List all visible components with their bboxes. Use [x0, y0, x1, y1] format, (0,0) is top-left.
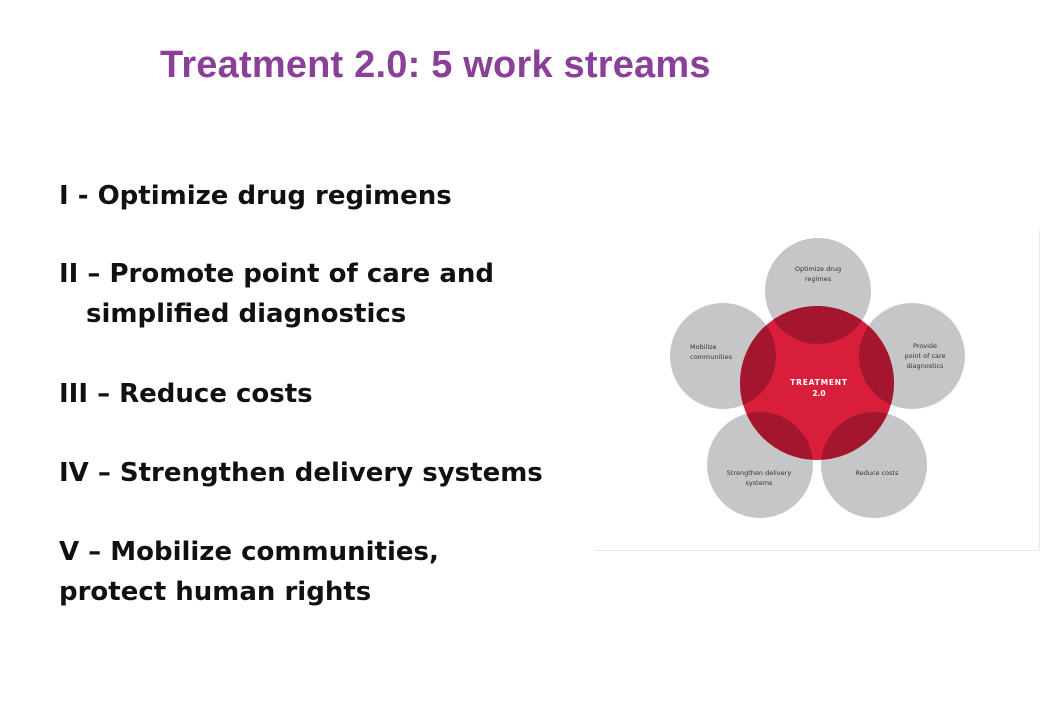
work-stream-item-3: III – Reduce costs [59, 374, 313, 414]
work-stream-label: I - Optimize drug regimens [59, 181, 452, 211]
work-stream-label: V – Mobilize communities, [59, 537, 439, 567]
work-stream-item-2: II – Promote point of care and simplifie… [59, 254, 494, 334]
work-stream-label: III – Reduce costs [59, 379, 313, 409]
slide-title: Treatment 2.0: 5 work streams [160, 44, 711, 86]
work-stream-label-continuation: protect human rights [59, 577, 372, 607]
diagram-frame [594, 230, 1040, 551]
work-stream-label-continuation: simplified diagnostics [86, 299, 407, 329]
work-stream-item-1: I - Optimize drug regimens [59, 176, 452, 216]
work-stream-item-4: IV – Strengthen delivery systems [59, 453, 543, 493]
work-stream-label: II – Promote point of care and [59, 259, 494, 289]
work-stream-label: IV – Strengthen delivery systems [59, 458, 543, 488]
work-stream-item-5: V – Mobilize communities, protect human … [59, 532, 439, 612]
